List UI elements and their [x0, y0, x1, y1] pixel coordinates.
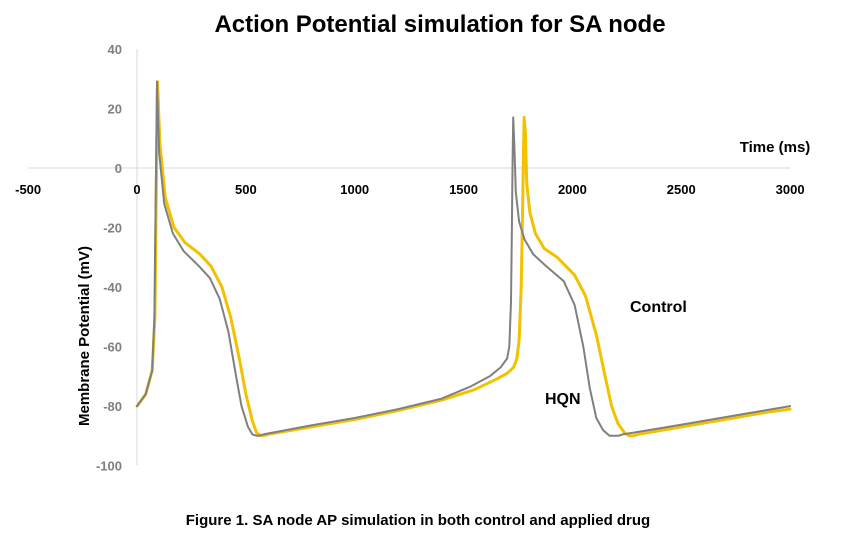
series-lines: [135, 80, 792, 438]
y-tick-label-0: 40: [108, 42, 122, 57]
series-line-hqn: [136, 80, 792, 437]
x-tick-label-6: 2500: [667, 182, 696, 197]
y-tick-label-6: -80: [103, 399, 122, 414]
chart-title: Action Potential simulation for SA node: [214, 11, 665, 38]
chart-axes: [28, 48, 791, 466]
x-tick-label-4: 1500: [449, 182, 478, 197]
x-tick-label-0: -500: [15, 182, 41, 197]
x-tick-label-1: 0: [133, 182, 140, 197]
y-tick-label-2: 0: [115, 161, 122, 176]
x-tick-label-3: 1000: [340, 182, 369, 197]
figure-caption: Figure 1. SA node AP simulation in both …: [186, 512, 650, 529]
y-tick-label-7: -100: [96, 459, 122, 474]
y-axis-label: Membrane Potential (mV): [76, 246, 93, 426]
annotation-control: Control: [630, 299, 687, 316]
x-axis-label: Time (ms): [740, 139, 811, 156]
y-tick-label-4: -40: [103, 280, 122, 295]
x-tick-label-2: 500: [235, 182, 257, 197]
x-tick-label-5: 2000: [558, 182, 587, 197]
annotation-hqn: HQN: [545, 391, 581, 408]
y-tick-label-3: -20: [103, 221, 122, 236]
y-tick-label-1: 20: [108, 101, 122, 116]
y-tick-label-5: -60: [103, 340, 122, 355]
series-line-control: [135, 80, 792, 438]
tick-labels: -500 0 500 1000 1500 2000 2500 3000 40 20 0 -20 -40 -…: [15, 42, 804, 474]
x-tick-label-7: 3000: [776, 182, 805, 197]
